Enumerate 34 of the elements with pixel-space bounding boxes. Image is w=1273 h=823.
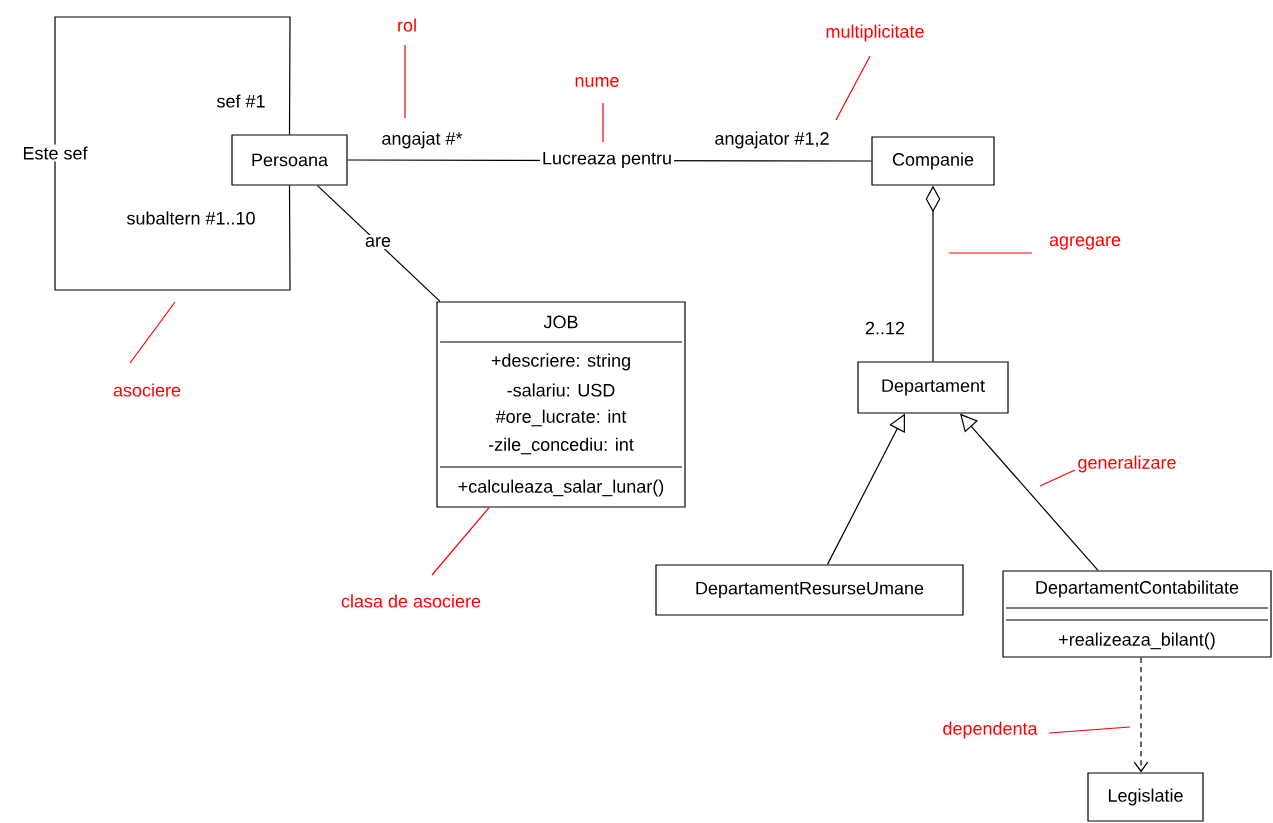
- leader-line: [1048, 726, 1131, 734]
- edge-label: Lucreaza pentru: [539, 149, 675, 171]
- association-line: [316, 185, 441, 302]
- multiplicity-label: 2..12: [865, 321, 905, 335]
- leader-line: [431, 507, 490, 576]
- leader-line: [1039, 469, 1076, 487]
- annotation-text: agregare: [1049, 236, 1121, 250]
- leader-line: [129, 301, 176, 364]
- leader-line: [404, 44, 406, 119]
- leader-line: [835, 55, 871, 121]
- dependency-arrow: [1133, 657, 1149, 773]
- role-label: angajator #1,2: [715, 131, 829, 149]
- leader-line: [948, 252, 1033, 254]
- class-box: Legislatie: [1087, 772, 1204, 822]
- role-label: angajat #*: [382, 131, 463, 149]
- class-box: DepartamentResurseUmane: [655, 564, 964, 616]
- edge-label: Este sef: [20, 144, 90, 162]
- class-box: Companie: [871, 136, 995, 186]
- class-box: Departament: [857, 361, 1009, 414]
- class-box: JOB +descriere: string -salariu: USD #ore_lucrate: int -zile_concediu: int +calculeaza_salar_lunar(): [436, 301, 686, 508]
- association-line: [54, 16, 291, 291]
- class-box: Persoana: [231, 134, 348, 186]
- annotation-text: asociere: [113, 383, 181, 397]
- annotation-text: clasa de asociere: [341, 594, 481, 608]
- edge-label: are: [363, 235, 393, 249]
- annotation-text: dependenta: [943, 721, 1038, 739]
- annotation-text: rol: [398, 18, 416, 32]
- class-box: DepartamentContabilitate +realizeaza_bilant(): [1002, 570, 1272, 658]
- annotation-text: multiplicitate: [826, 24, 924, 42]
- annotation-text: nume: [575, 77, 619, 87]
- leader-line: [602, 102, 604, 143]
- annotation-text: generalizare: [1078, 455, 1176, 473]
- role-label: sef #1: [217, 94, 265, 108]
- role-label: subaltern #1..10: [126, 211, 255, 225]
